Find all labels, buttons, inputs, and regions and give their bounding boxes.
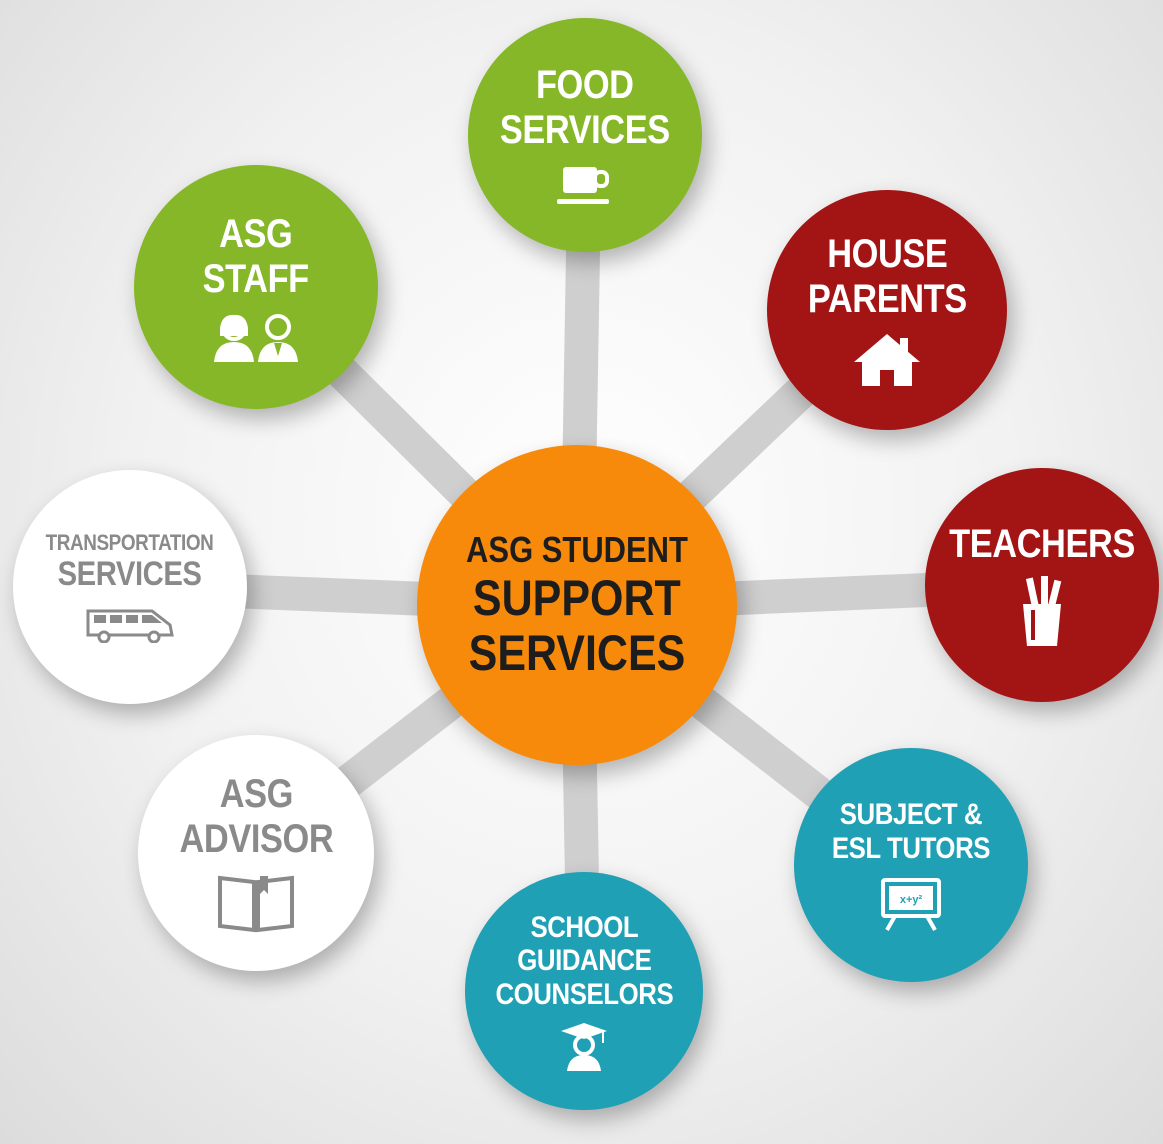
asg-advisor-node[interactable]: ASG ADVISOR (138, 735, 374, 971)
subject-esl-tutors-node[interactable]: SUBJECT & ESL TUTORS x+y² (794, 748, 1028, 982)
center-title-line3: SERVICES (468, 625, 686, 681)
asg-advisor-label: ASG ADVISOR (179, 772, 333, 861)
house-icon (854, 333, 920, 386)
teachers-label: TEACHERS (949, 521, 1135, 566)
asg-student-support-services-center[interactable]: ASG STUDENT SUPPORT SERVICES (417, 445, 737, 765)
center-title-line2: SUPPORT (473, 570, 681, 626)
subject-esl-tutors-label: SUBJECT & ESL TUTORS (831, 798, 991, 865)
transportation-services-label: TRANSPORTATION SERVICES (46, 529, 214, 594)
chalkboard-icon: x+y² (881, 877, 941, 931)
house-parents-node[interactable]: HOUSE PARENTS (767, 190, 1007, 430)
food-services-node[interactable]: FOOD SERVICES (468, 18, 702, 252)
asg-staff-node[interactable]: ASG STAFF (134, 165, 378, 409)
house-parents-label: HOUSE PARENTS (807, 232, 967, 321)
center-title-line1: ASG STUDENT (466, 529, 688, 570)
van-icon (86, 609, 174, 644)
school-guidance-counselors-label: SCHOOL GUIDANCE COUNSELORS (495, 910, 673, 1011)
book-icon (218, 875, 294, 933)
school-guidance-counselors-node[interactable]: SCHOOL GUIDANCE COUNSELORS (465, 872, 703, 1110)
coffee-cup-icon (557, 166, 609, 204)
teachers-node[interactable]: TEACHERS (925, 468, 1159, 702)
transportation-services-node[interactable]: TRANSPORTATION SERVICES (13, 470, 247, 704)
people-icon (214, 313, 298, 362)
graduate-icon (561, 1023, 607, 1072)
asg-staff-label: ASG STAFF (202, 212, 310, 301)
food-services-label: FOOD SERVICES (500, 63, 670, 152)
chalkboard-text: x+y² (900, 894, 923, 906)
pencil-cup-icon (1023, 576, 1062, 647)
